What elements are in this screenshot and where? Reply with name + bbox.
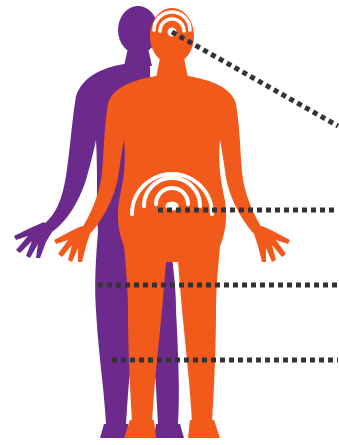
front-left-hand	[54, 226, 90, 262]
front-right-hand	[254, 226, 290, 262]
front-left-foot	[124, 420, 156, 438]
back-left-hand	[14, 222, 52, 258]
back-right-foot	[154, 424, 184, 438]
back-neck	[124, 48, 152, 66]
front-neck	[156, 58, 188, 78]
front-right-foot	[188, 420, 220, 438]
